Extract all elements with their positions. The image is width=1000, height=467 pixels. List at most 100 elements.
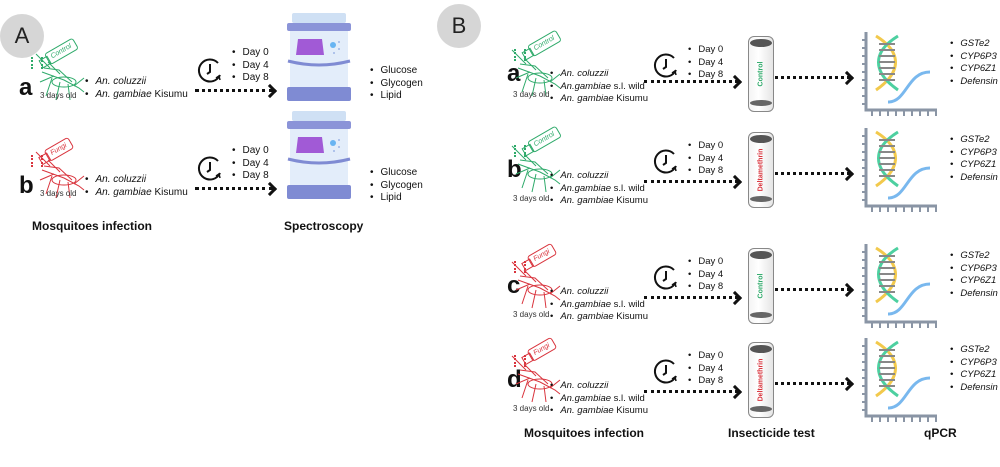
species-list: An. coluzziiAn.gambiae s.l. wildAn. gamb… (550, 170, 648, 208)
tube-label: Deltamethrin (757, 358, 765, 402)
gene-list: GSTe2CYP6P3CYP6Z1Defensin (950, 344, 998, 394)
metabolite-list-item: Glucose (370, 65, 423, 78)
species-name: An.gambiae (560, 392, 612, 404)
species-list-item: An.gambiae s.l. wild (550, 81, 648, 94)
species-list: An. coluzziiAn.gambiae s.l. wildAn. gamb… (550, 68, 648, 106)
row-label: b (507, 156, 522, 183)
gene-list-item: Defensin (950, 76, 998, 89)
row-label: a (19, 74, 33, 101)
age-label: 3 days old (513, 404, 550, 413)
species-name: An. coluzzii (560, 380, 609, 391)
species-name: An.gambiae (560, 80, 612, 92)
days-list-item: Day 8 (232, 72, 269, 85)
days-list: Day 0Day 4Day 8 (232, 47, 269, 85)
dotted-arrow (775, 288, 850, 291)
row-label: c (507, 272, 521, 299)
days-list-item: Day 8 (232, 170, 269, 183)
days-list-item: Day 4 (232, 60, 269, 73)
row-label: a (507, 60, 521, 87)
species-list-item: An. gambiae Kisumu (550, 311, 648, 324)
tube-label: Control (757, 273, 765, 299)
age-label: 3 days old (513, 90, 550, 99)
row-label: d (507, 366, 522, 393)
spray-mist-icon (514, 145, 526, 157)
species-name: An. coluzzii (560, 286, 609, 297)
species-list: An. coluzziiAn. gambiae Kisumu (85, 174, 188, 199)
days-list-item: Day 0 (232, 47, 269, 60)
days-list: Day 0Day 4Day 8 (688, 256, 723, 294)
days-list-item: Day 0 (688, 44, 723, 57)
days-list-item: Day 8 (688, 69, 723, 82)
age-label: 3 days old (513, 194, 550, 203)
gene-list-item: GSTe2 (950, 250, 998, 263)
clock-icon (196, 155, 224, 183)
qpcr-graph-icon (862, 244, 937, 332)
age-label: 3 days old (513, 310, 550, 319)
qpcr-graph-icon (862, 128, 937, 216)
clock-icon (196, 57, 224, 85)
gene-list-item: CYP6P3 (950, 263, 998, 276)
species-name: An. gambiae (560, 311, 614, 322)
metabolite-list: GlucoseGlycogenLipid (370, 167, 423, 205)
gene-list-item: GSTe2 (950, 38, 998, 51)
species-name: An. coluzzii (95, 174, 147, 185)
gene-list-item: CYP6Z1 (950, 159, 998, 172)
metabolite-list-item: Lipid (370, 192, 423, 205)
species-name: An. gambiae (560, 195, 614, 206)
days-list-item: Day 4 (688, 57, 723, 70)
days-list-item: Day 0 (232, 145, 269, 158)
species-list: An. coluzziiAn. gambiae Kisumu (85, 76, 188, 101)
species-name: An. coluzzii (560, 68, 609, 79)
gene-list-item: CYP6P3 (950, 147, 998, 160)
days-list: Day 0Day 4Day 8 (688, 140, 723, 178)
species-strain: Kisumu (613, 93, 648, 104)
metabolite-list-item: Glycogen (370, 78, 423, 91)
gene-list-item: CYP6Z1 (950, 275, 998, 288)
spray-mist-icon (514, 49, 526, 61)
metabolite-list-item: Glycogen (370, 180, 423, 193)
days-list-item: Day 8 (688, 375, 723, 388)
days-list: Day 0Day 4Day 8 (688, 350, 723, 388)
species-name: An. coluzzii (560, 170, 609, 181)
species-name: An. coluzzii (95, 76, 147, 87)
gene-list-item: Defensin (950, 382, 998, 395)
species-list-item: An. coluzzii (550, 68, 648, 81)
panel-a-badge: A (0, 14, 44, 58)
gene-list: GSTe2CYP6P3CYP6Z1Defensin (950, 250, 998, 300)
age-label: 3 days old (40, 91, 77, 100)
species-list: An. coluzziiAn.gambiae s.l. wildAn. gamb… (550, 286, 648, 324)
days-list-item: Day 4 (688, 363, 723, 376)
species-strain: s.l. wild (611, 80, 645, 92)
panel-b-badge: B (437, 4, 481, 48)
clock-icon (652, 264, 680, 292)
mosquito-icon (34, 52, 89, 102)
species-name: An. gambiae (560, 405, 614, 416)
heading-qpcr: qPCR (924, 426, 957, 440)
species-list-item: An. gambiae Kisumu (85, 187, 188, 200)
species-strain: s.l. wild (611, 298, 645, 310)
spectrophotometer-icon (284, 13, 354, 103)
species-list-item: An. gambiae Kisumu (85, 89, 188, 102)
clock-icon (652, 52, 680, 80)
spectrophotometer-icon (284, 111, 354, 201)
days-list: Day 0Day 4Day 8 (232, 145, 269, 183)
species-strain: Kisumu (613, 405, 648, 416)
species-name: An.gambiae (560, 298, 612, 310)
spray-mist-icon (31, 155, 43, 167)
test-tube-icon: Deltamethrin (748, 342, 774, 418)
dotted-arrow (775, 382, 850, 385)
days-list-item: Day 4 (232, 158, 269, 171)
species-list: An. coluzziiAn.gambiae s.l. wildAn. gamb… (550, 380, 648, 418)
species-list-item: An. coluzzii (550, 286, 648, 299)
days-list-item: Day 4 (688, 153, 723, 166)
species-list-item: An. gambiae Kisumu (550, 93, 648, 106)
gene-list-item: CYP6Z1 (950, 369, 998, 382)
test-tube-icon: Control (748, 248, 774, 324)
days-list-item: Day 8 (688, 281, 723, 294)
species-list-item: An. coluzzii (550, 170, 648, 183)
species-list-item: An.gambiae s.l. wild (550, 393, 648, 406)
spray-mist-icon (514, 355, 526, 367)
species-name: An. gambiae (560, 93, 614, 104)
mosquito-icon (34, 150, 89, 200)
gene-list-item: GSTe2 (950, 134, 998, 147)
